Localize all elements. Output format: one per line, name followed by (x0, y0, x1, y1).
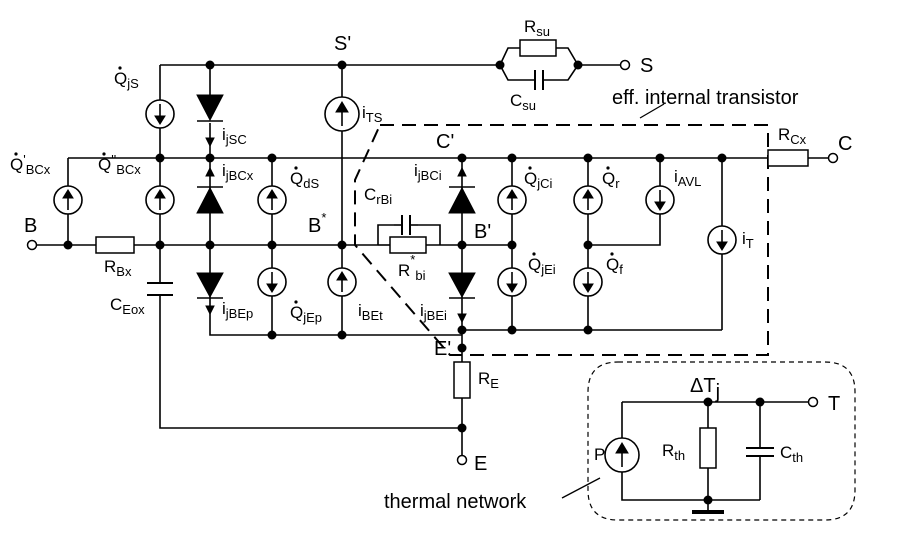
label-q-jS: QjS (114, 69, 139, 91)
resistor-r-th (699, 427, 717, 469)
capacitor-c-rbi (394, 215, 418, 235)
label-node-c-prime: C' (436, 131, 454, 153)
source-i-T (707, 225, 737, 255)
label-q-jEp: QjEp (290, 303, 322, 325)
diode-i-jSC (196, 94, 224, 148)
resistor-r-su (519, 39, 557, 57)
junction-dots (63, 60, 765, 505)
terminal-s-pin (619, 59, 631, 71)
terminal-e-pin (456, 454, 468, 466)
source-i-BEt (327, 267, 357, 297)
label-q-jEi: QjEi (528, 255, 556, 277)
resistor-r-e (453, 361, 471, 399)
label-node-s-prime: S' (334, 33, 351, 55)
source-i-AVL (645, 185, 675, 215)
source-q-dS (257, 185, 287, 215)
label-i-TS: iTS (362, 103, 383, 125)
diode-i-jBEi (448, 272, 476, 324)
source-q-jCi (497, 185, 527, 215)
label-node-b-prime: B' (474, 221, 491, 243)
label-q-r: Qr (602, 169, 620, 191)
label-terminal-c: C (838, 133, 852, 155)
source-P (604, 437, 640, 473)
label-i-jSC: ijSC (222, 125, 247, 147)
label-i-AVL: iAVL (674, 167, 701, 189)
label-i-jBEi: ijBEi (420, 301, 447, 323)
thermal-leader-line (561, 477, 601, 499)
thermal-network-boundary (587, 361, 856, 521)
label-q-dS: QdS (290, 169, 319, 191)
label-i-jBEp: ijBEp (222, 299, 253, 321)
resistor-r-bi (389, 236, 427, 254)
label-r-th: Rth (662, 441, 685, 463)
source-q-f (573, 267, 603, 297)
diode-i-jBEp (196, 272, 224, 316)
source-q-jEi (497, 267, 527, 297)
label-i-jBCx: ijBCx (222, 161, 254, 183)
source-i-TS (324, 96, 360, 132)
label-c-eox: CEox (110, 295, 145, 317)
label-thermal-network: thermal network (384, 491, 527, 513)
label-terminal-b: B (24, 215, 37, 237)
label-node-b-star: B* (308, 210, 326, 237)
resistor-r-bx (95, 236, 135, 254)
label-internal-transistor: eff. internal transistor (612, 87, 799, 109)
label-terminal-e: E (474, 453, 487, 475)
label-r-bi: R*bi (398, 252, 426, 283)
terminal-t-pin (807, 396, 819, 408)
terminal-c-pin (827, 152, 839, 164)
label-node-e-prime: E' (434, 338, 451, 360)
label-q-bcx1: Q'BCx (10, 152, 51, 177)
label-r-bx: RBx (104, 257, 132, 279)
label-q-jCi: QjCi (524, 169, 553, 191)
internal-transistor-boundary (354, 124, 769, 356)
label-i-T: iT (742, 229, 754, 251)
source-q-jEp (257, 267, 287, 297)
label-q-bcx2: Q''BCx (98, 152, 141, 177)
source-q-r (573, 185, 603, 215)
transistor-leader-line (639, 103, 665, 119)
label-c-th: Cth (780, 443, 803, 465)
resistor-r-cx (767, 149, 809, 167)
label-q-f: Qf (606, 255, 623, 277)
label-r-cx: RCx (778, 125, 807, 147)
label-r-su: Rsu (524, 17, 550, 39)
diode-i-jBCi (448, 166, 476, 214)
label-i-BEt: iBEt (358, 301, 383, 323)
capacitor-c-eox (147, 282, 173, 296)
capacitor-c-su (534, 70, 544, 90)
label-terminal-s: S (640, 55, 653, 77)
label-c-rbi: CrBi (364, 185, 392, 207)
label-node-delta-tj: ΔTj (690, 375, 720, 403)
terminal-b-pin (26, 239, 38, 251)
label-p: P (594, 445, 605, 464)
label-r-e: RE (478, 369, 499, 391)
diode-i-jBCx (196, 166, 224, 214)
source-q-bcx2 (145, 185, 175, 215)
source-q-bcx1 (53, 185, 83, 215)
capacitor-c-th (746, 447, 774, 457)
time-derivative-dots (14, 66, 614, 304)
label-c-su: Csu (510, 91, 536, 113)
label-terminal-t: T (828, 393, 840, 415)
source-q-jS (145, 99, 175, 129)
label-i-jBCi: ijBCi (414, 161, 442, 183)
